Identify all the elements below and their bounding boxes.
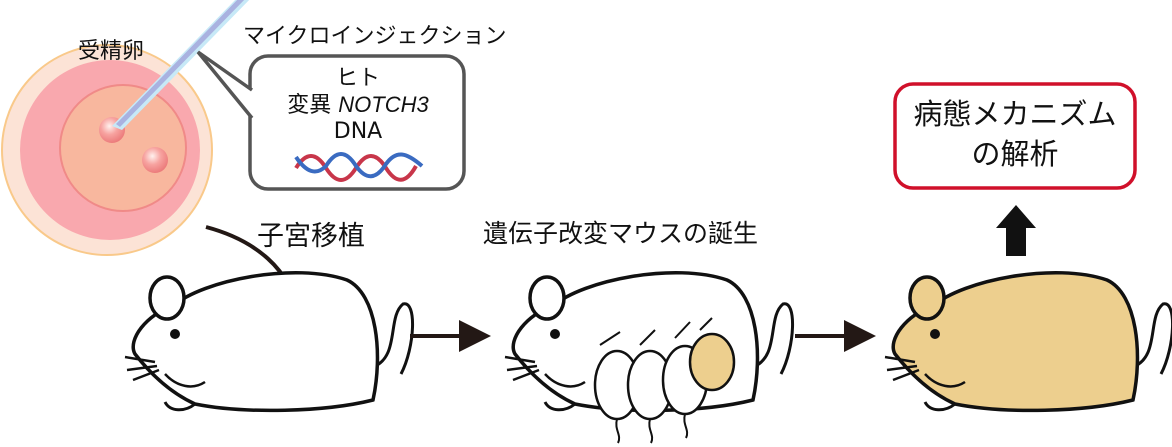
callout-mutant: 変異 xyxy=(287,93,332,118)
label-fertilized-egg: 受精卵 xyxy=(78,39,145,64)
pup-transgenic xyxy=(688,332,736,392)
callout-line1: ヒト xyxy=(335,66,380,91)
callout-line3: DNA xyxy=(333,119,383,144)
result-line2: の解析 xyxy=(971,137,1059,171)
label-birth: 遺伝子改変マウスの誕生 xyxy=(483,219,759,248)
pups xyxy=(593,317,736,445)
injection-pipette xyxy=(112,0,250,130)
result-text: 病態メカニズム の解析 xyxy=(895,84,1135,188)
result-box xyxy=(893,82,1137,190)
dna-double-helix xyxy=(294,152,424,182)
fertilized-egg xyxy=(1,44,213,256)
callout-text: ヒト 変異 NOTCH3 DNA xyxy=(252,66,464,145)
label-microinjection: マイクロインジェクション xyxy=(243,24,507,49)
pronucleus xyxy=(142,147,168,173)
recipient-mouse xyxy=(123,270,415,413)
callout-line2: 変異 NOTCH3 xyxy=(252,92,464,119)
result-line1: 病態メカニズム xyxy=(913,97,1117,131)
transgenic-mouse xyxy=(883,270,1172,413)
label-uterine-transfer: 子宮移植 xyxy=(257,221,365,252)
arrow-up xyxy=(996,205,1036,256)
callout-gene: NOTCH3 xyxy=(338,92,429,117)
